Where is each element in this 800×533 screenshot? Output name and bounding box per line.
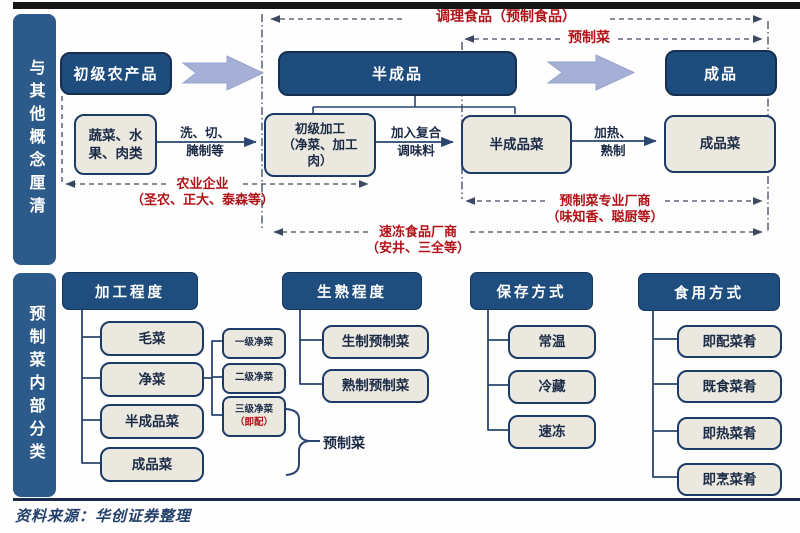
tree-clean-levels xyxy=(199,340,223,416)
top-section-sidebar: 与其他概念厘清 xyxy=(13,14,56,265)
block-arrows xyxy=(181,54,636,91)
block-arrow-2 xyxy=(546,54,636,91)
overlay-title-conditioned-food: 调理食品（预制食品） xyxy=(436,10,576,25)
item-refrigerated: 冷藏 xyxy=(508,370,596,404)
item-cooked-prepared: 熟制预制菜 xyxy=(322,369,429,403)
item-room-temp: 常温 xyxy=(508,325,596,359)
flow-label-wash-cut: 洗、切、 腌制等 xyxy=(179,126,230,158)
clean-level-3-label: 三级净菜 xyxy=(234,405,273,416)
annotation-agriculture-companies: 农业企业 （圣农、正大、泰森等） xyxy=(130,176,274,207)
box-raw-materials: 蔬菜、水 果、肉类 xyxy=(74,114,157,175)
header-processing-degree: 加工程度 xyxy=(62,272,198,310)
prepared-dish-brace xyxy=(285,408,310,476)
box-primary-processing: 初级加工 （净菜、加工 肉） xyxy=(264,113,376,177)
source-note: 资料来源：华创证券整理 xyxy=(15,509,192,525)
item-semi-finished-dish: 半成品菜 xyxy=(100,404,204,439)
item-finished-dish: 成品菜 xyxy=(100,447,204,482)
top-sidebar-label: 与其他概念厘清 xyxy=(26,59,44,220)
item-ready-to-heat: 即热菜肴 xyxy=(677,417,782,450)
brace-label-prepared-dish: 预制菜 xyxy=(323,437,365,452)
flow-label-heat-cook: 加热、 熟制 xyxy=(594,126,632,158)
block-arrow-1 xyxy=(181,55,265,91)
item-ready-to-cook: 即烹菜肴 xyxy=(677,463,782,496)
annotation-frozen-food-vendors: 速冻食品厂商 （安井、三全等） xyxy=(365,224,470,255)
top-border-bar xyxy=(13,2,800,9)
item-clean-level-2: 二级净菜 xyxy=(222,363,286,394)
stage-box-primary-product: 初级农产品 xyxy=(60,52,172,95)
tree-eating-mode xyxy=(652,309,678,478)
tree-storage xyxy=(487,308,509,431)
bottom-sidebar-label: 预制菜内部分类 xyxy=(26,304,44,466)
tree-processing-degree xyxy=(81,307,101,464)
annotation-prepared-dish-vendors: 预制菜专业厂商 （味知香、聪厨等） xyxy=(546,193,664,224)
item-clean-level-3: 三级净菜 （即配） xyxy=(222,396,286,437)
stage-box-finished: 成品 xyxy=(665,50,777,96)
bottom-section-sidebar: 预制菜内部分类 xyxy=(13,273,56,497)
box-finished-dish: 成品菜 xyxy=(664,115,776,173)
item-clean-veg: 净菜 xyxy=(100,362,204,397)
item-raw-veg: 毛菜 xyxy=(100,321,204,356)
stage-box-semi-finished: 半成品 xyxy=(278,51,517,96)
item-ready-to-eat: 既食菜肴 xyxy=(677,370,782,403)
header-storage-mode: 保存方式 xyxy=(470,272,593,310)
item-raw-prepared: 生制预制菜 xyxy=(322,325,429,359)
header-raw-cooked-degree: 生熟程度 xyxy=(282,272,422,310)
item-quick-frozen: 速冻 xyxy=(508,415,596,449)
overlay-title-precooked: 预制菜 xyxy=(568,31,610,46)
flow-label-add-seasoning: 加入复合 调味料 xyxy=(390,126,441,158)
header-eating-mode: 食用方式 xyxy=(638,273,780,311)
footer-divider xyxy=(13,498,800,501)
item-clean-level-1: 一级净菜 xyxy=(222,328,286,359)
tree-raw-cooked xyxy=(299,307,323,385)
semi-finished-bracket xyxy=(312,92,516,114)
box-semi-finished-dish: 半成品菜 xyxy=(461,115,572,174)
clean-level-3-tag: （即配） xyxy=(234,417,273,428)
item-ready-to-assemble: 即配菜肴 xyxy=(677,325,782,358)
